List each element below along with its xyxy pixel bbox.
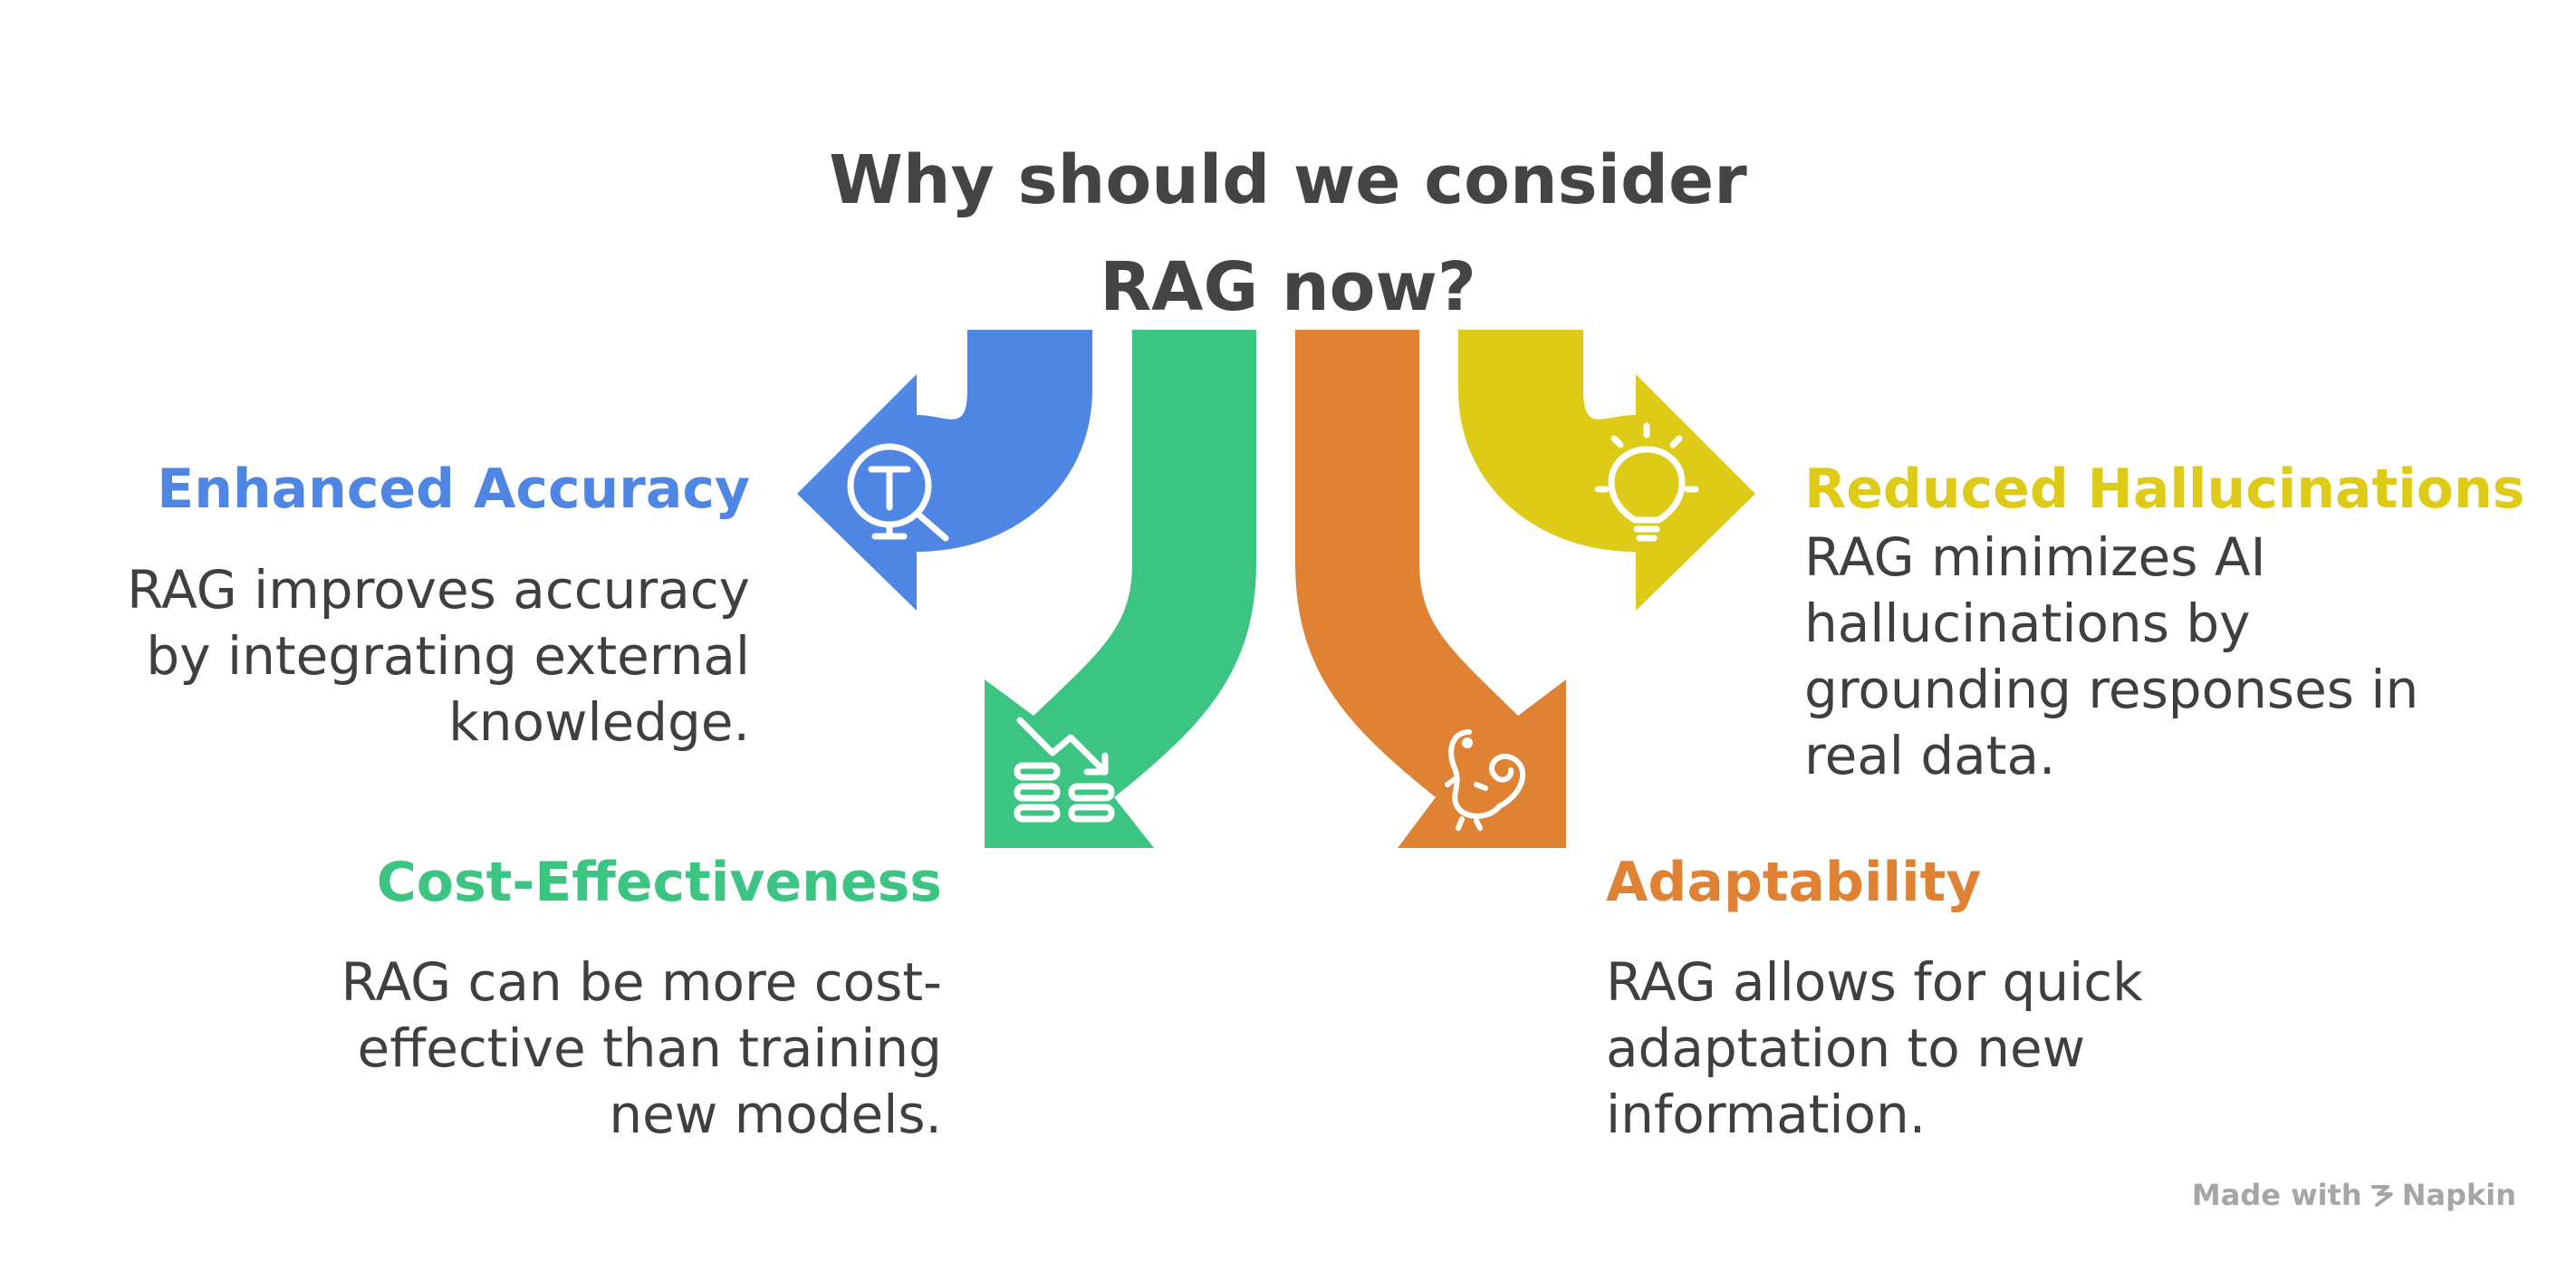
title-line-1: Why should we consider: [829, 141, 1747, 219]
arrow-adaptability: [1295, 330, 1566, 848]
description-line: hallucinations by: [1804, 593, 2251, 654]
description-line: RAG improves accuracy: [127, 559, 750, 621]
description-line: knowledge.: [448, 691, 750, 753]
arrow-enhanced-accuracy: [797, 330, 1092, 611]
diagram-title: Why should we consider RAG now?: [0, 127, 2576, 341]
heading-adaptability: Adaptability: [1606, 851, 1982, 914]
description-enhanced-accuracy: RAG improves accuracy by integrating ext…: [127, 557, 750, 756]
made-with-napkin-branding[interactable]: Made with Napkin: [2192, 1178, 2516, 1212]
napkin-logo-icon: [2370, 1185, 2393, 1207]
description-line: real data.: [1804, 725, 2056, 786]
heading-reduced-hallucinations: Reduced Hallucinations: [1804, 458, 2525, 521]
description-adaptability: RAG allows for quick adaptation to new i…: [1606, 949, 2143, 1148]
description-reduced-hallucinations: RAG minimizes AI hallucinations by groun…: [1804, 525, 2418, 789]
magnifier-text-icon: [847, 443, 949, 542]
lightbulb-icon: [1594, 422, 1699, 542]
description-line: grounding responses in: [1804, 659, 2419, 720]
declining-coins-chart-icon: [1014, 717, 1115, 823]
description-line: RAG minimizes AI: [1804, 526, 2266, 588]
branding-text: Made with: [2191, 1178, 2362, 1212]
description-cost-effectiveness: RAG can be more cost- effective than tra…: [341, 949, 943, 1148]
chameleon-icon: [1445, 729, 1526, 831]
heading-enhanced-accuracy: Enhanced Accuracy: [157, 458, 750, 521]
description-line: effective than training: [357, 1017, 942, 1079]
branding-product: Napkin: [2401, 1178, 2516, 1212]
description-line: information.: [1606, 1084, 1927, 1145]
heading-cost-effectiveness: Cost-Effectiveness: [376, 851, 942, 914]
arrow-reduced-hallucinations: [1458, 330, 1755, 611]
description-line: RAG allows for quick: [1606, 951, 2143, 1013]
arrow-cost-effectiveness: [985, 330, 1256, 848]
description-line: new models.: [609, 1084, 942, 1145]
description-line: by integrating external: [146, 625, 750, 687]
title-line-2: RAG now?: [1100, 248, 1476, 326]
description-line: adaptation to new: [1606, 1017, 2086, 1079]
description-line: RAG can be more cost-: [341, 951, 943, 1013]
